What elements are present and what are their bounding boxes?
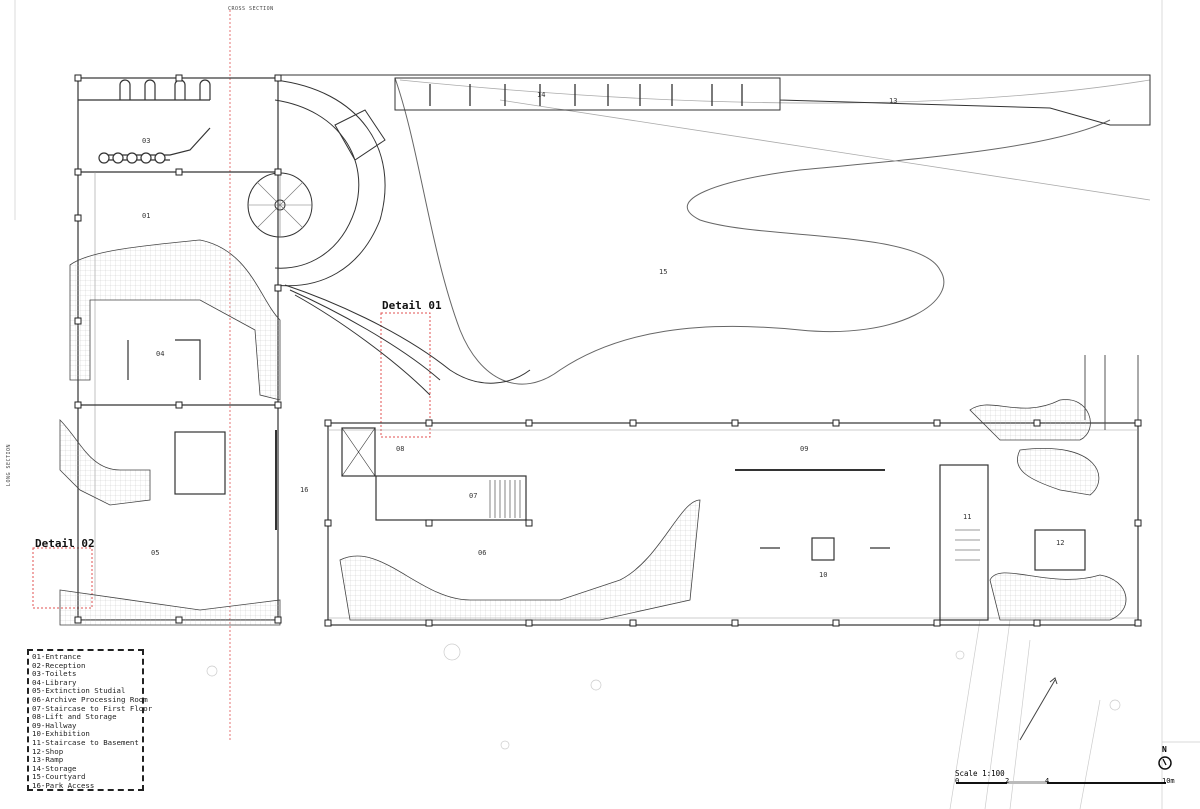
room-label-15: 15 — [659, 268, 668, 276]
room-label-09: 09 — [800, 445, 809, 453]
room-label-16: 16 — [300, 486, 309, 494]
long-section-label: LONG SECTION — [6, 443, 13, 487]
spiral-staircase — [247, 79, 531, 396]
legend-item: 08-Lift and Storage — [32, 712, 117, 722]
west-wing-walls — [77, 77, 279, 621]
legend-item: 13-Ramp — [32, 755, 64, 765]
scale-title: Scale 1:100 — [955, 769, 1005, 778]
north-arrow-icon — [1158, 756, 1172, 770]
legend-item: 06-Archive Processing Room — [32, 694, 148, 704]
scale-tick: 2 — [1005, 777, 1010, 785]
room-label-11: 11 — [963, 513, 972, 521]
detail-01-label: Detail 01 — [382, 299, 442, 312]
legend-item: 14-Storage — [32, 763, 77, 773]
legend-item: 10-Exhibition — [32, 729, 90, 739]
legend-item: 04-Library — [32, 677, 77, 687]
north-label: N — [1162, 745, 1167, 754]
room-label-13: 13 — [889, 97, 898, 105]
legend-item: 05-Extinction Studial — [32, 686, 126, 696]
ramp-storage — [275, 74, 1151, 126]
site-lines — [14, 0, 1200, 809]
scale-tick: 10m — [1162, 777, 1175, 785]
legend-item: 02-Reception — [32, 660, 86, 670]
legend-item: 01-Entrance — [32, 652, 81, 661]
scale-tick: 4 — [1045, 777, 1050, 785]
room-label-06: 06 — [478, 549, 487, 557]
courtyard-edge — [394, 77, 1111, 385]
room-label-01: 01 — [142, 212, 151, 220]
room-label-04: 04 — [156, 350, 165, 358]
room-label-10: 10 — [819, 571, 828, 579]
room-label-12: 12 — [1056, 539, 1065, 547]
detail-02-label: Detail 02 — [35, 537, 95, 550]
cross-section-label: CROSS SECTION — [228, 6, 274, 12]
room-label-07: 07 — [469, 492, 478, 500]
legend-item: 12-Shop — [32, 746, 64, 756]
columns — [74, 74, 1142, 627]
legend-item: 15-Courtyard — [32, 772, 86, 782]
legend-item: 11-Staircase to Basement — [32, 737, 139, 747]
room-label-08: 08 — [396, 445, 405, 453]
room-label-05: 05 — [151, 549, 160, 557]
room-label-14: 14 — [537, 91, 546, 99]
legend-item: 03-Toilets — [32, 669, 77, 679]
scale-tick: 0 — [955, 777, 960, 785]
legend-item: 07-Staircase to First Floor — [32, 703, 153, 713]
room-label-03: 03 — [142, 137, 151, 145]
detail-01-box — [380, 312, 431, 438]
scale-bar — [956, 781, 1166, 784]
legend-item: 09-Hallway — [32, 720, 77, 730]
room-legend: 01-Entrance 02-Reception 03-Toilets 04-L… — [27, 649, 153, 791]
legend-item: 16-Park Access — [32, 780, 95, 790]
